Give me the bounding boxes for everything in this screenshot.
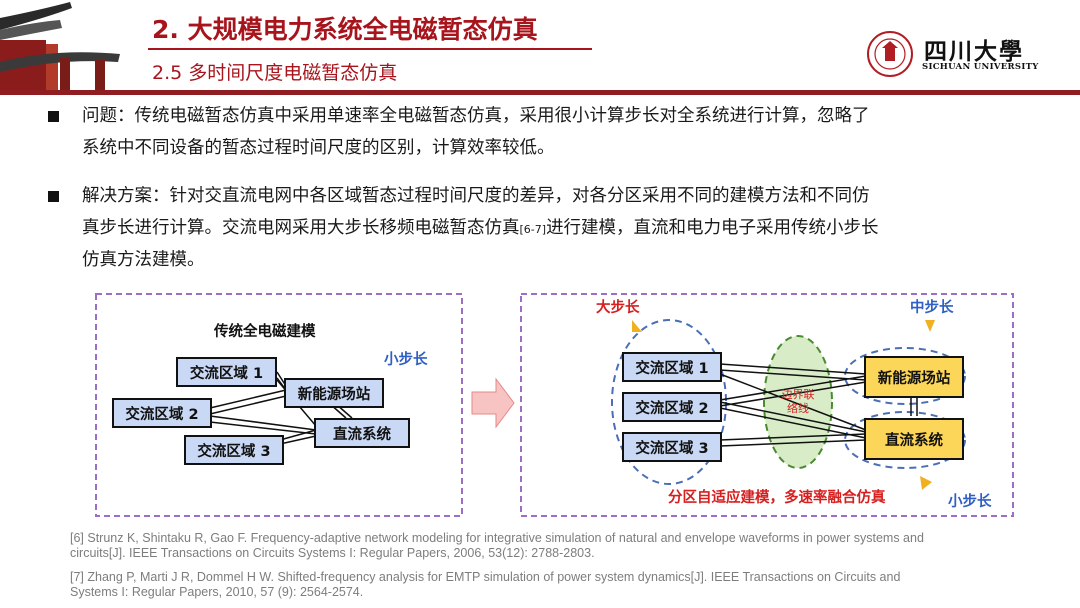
large-step-arrow-icon <box>632 320 642 332</box>
right-connections <box>719 363 918 447</box>
university-seal-icon <box>867 31 913 77</box>
modeling-diagram: 传统全电磁建模 小步长 交流区域 1 交流区域 2 交流区域 3 新能源场站 直… <box>0 290 1080 522</box>
bullet-text-segment: 进行建模，直流和电力电子采用传统小步长 <box>546 218 879 238</box>
left-node-dc: 直流系统 <box>314 418 410 448</box>
reference-line: Systems I: Regular Papers, 2010, 57 (9):… <box>70 585 364 599</box>
left-connections <box>209 371 353 445</box>
bullet-text-line: 问题：传统电磁暂态仿真中采用单速率全电磁暂态仿真，采用很小计算步长对全系统进行计… <box>82 106 870 126</box>
reference-6: [6] Strunz K, Shintaku R, Gao F. Frequen… <box>70 531 1020 561</box>
title-underline <box>148 48 592 50</box>
bullet-text-line: 系统中不同设备的暂态过程时间尺度的区别，计算效率较低。 <box>82 138 555 158</box>
university-logo-chinese: 四川大學 <box>924 38 1024 65</box>
medium-step-zone <box>844 347 966 405</box>
boundary-label-line: 络线 <box>787 402 809 415</box>
left-diagram-title: 传统全电磁建模 <box>214 324 316 340</box>
right-node-dc: 直流系统 <box>864 418 964 460</box>
university-logo-english: SICHUAN UNIVERSITY <box>922 62 1039 72</box>
large-step-zone <box>611 319 727 485</box>
small-step-zone <box>844 411 966 469</box>
pagoda-roof-decoration <box>0 0 140 95</box>
boundary-label: 边界联 络线 <box>770 388 826 416</box>
bullet-text-segment: 真步长进行计算。交流电网采用大步长移频电磁暂态仿真 <box>82 218 520 238</box>
right-node-ac3: 交流区域 3 <box>622 432 722 462</box>
boundary-zone <box>763 335 833 469</box>
reference-line: [7] Zhang P, Marti J R, Dommel H W. Shif… <box>70 570 901 584</box>
right-frame <box>520 293 1014 517</box>
boundary-label-line: 边界联 <box>781 388 815 401</box>
right-node-ac2: 交流区域 2 <box>622 392 722 422</box>
medium-step-arrow-icon <box>925 320 935 332</box>
bullet-square-icon <box>48 111 59 122</box>
bullet-text-line: 真步长进行计算。交流电网采用大步长移频电磁暂态仿真[6-7]进行建模，直流和电力… <box>82 212 1012 244</box>
bullet-text-line: 解决方案：针对交直流电网中各区域暂态过程时间尺度的差异，对各分区采用不同的建模方… <box>82 186 870 206</box>
page-title: 2. 大规模电力系统全电磁暂态仿真 <box>152 15 538 44</box>
bullet-square-icon <box>48 191 59 202</box>
header-divider <box>0 90 1080 95</box>
large-step-label: 大步长 <box>596 300 640 316</box>
left-node-ac3: 交流区域 3 <box>184 435 284 465</box>
page-subtitle: 2.5 多时间尺度电磁暂态仿真 <box>152 62 398 84</box>
left-frame <box>95 293 463 517</box>
diagram-graphics <box>95 293 1014 517</box>
right-node-ac1: 交流区域 1 <box>622 352 722 382</box>
reference-7: [7] Zhang P, Marti J R, Dommel H W. Shif… <box>70 570 1020 600</box>
bullet-text-line: 仿真方法建模。 <box>82 250 205 270</box>
small-step-arrow-icon <box>920 476 932 490</box>
left-node-renewable: 新能源场站 <box>284 378 384 408</box>
medium-step-label: 中步长 <box>910 300 954 316</box>
small-step-label: 小步长 <box>948 494 992 510</box>
left-small-step-label: 小步长 <box>384 352 428 368</box>
left-node-ac1: 交流区域 1 <box>176 357 277 387</box>
transition-arrow-icon <box>471 377 515 429</box>
right-diagram-caption: 分区自适应建模，多速率融合仿真 <box>668 490 886 506</box>
left-node-ac2: 交流区域 2 <box>112 398 212 428</box>
reference-line: [6] Strunz K, Shintaku R, Gao F. Frequen… <box>70 531 924 545</box>
reference-line: circuits[J]. IEEE Transactions on Circui… <box>70 546 595 560</box>
right-node-renewable: 新能源场站 <box>864 356 964 398</box>
citation-ref[interactable]: [6-7] <box>519 223 547 236</box>
